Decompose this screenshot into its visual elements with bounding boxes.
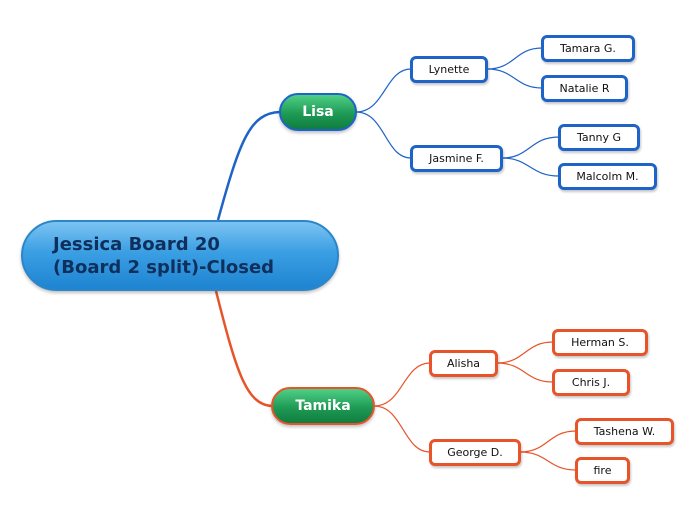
leaf-herman[interactable]: Herman S. <box>552 329 648 356</box>
connector-tamika-george <box>373 405 431 453</box>
leaf-label: Malcolm M. <box>576 170 639 183</box>
leaf-fire[interactable]: fire <box>575 457 630 484</box>
main-topic-tamika[interactable]: Tamika <box>271 387 375 425</box>
main-topic-lisa[interactable]: Lisa <box>279 93 357 131</box>
connector-lynette-natalie <box>486 68 543 89</box>
central-topic-line2: (Board 2 split)-Closed <box>53 256 275 278</box>
connector-alisha-herman <box>496 341 554 364</box>
connector-lynette-tamara <box>486 47 543 70</box>
connector-george-fire <box>519 451 577 471</box>
subtopic-label: Alisha <box>446 357 481 370</box>
leaf-tashena[interactable]: Tashena W. <box>575 418 674 445</box>
leaf-malcolm[interactable]: Malcolm M. <box>558 163 657 190</box>
leaf-label: Herman S. <box>571 336 629 349</box>
main-topic-label: Tamika <box>295 398 351 414</box>
leaf-tanny[interactable]: Tanny G <box>558 124 640 151</box>
leaf-natalie[interactable]: Natalie R <box>541 75 628 102</box>
leaf-label: Natalie R <box>559 82 610 95</box>
connector-lisa-jasmine <box>355 111 412 159</box>
subtopic-lynette[interactable]: Lynette <box>410 56 488 83</box>
connector-alisha-chris <box>496 362 554 383</box>
leaf-label: Tanny G <box>576 131 622 144</box>
subtopic-label: Jasmine F. <box>429 152 484 165</box>
leaf-label: fire <box>593 464 612 477</box>
main-topic-label: Lisa <box>302 104 334 120</box>
leaf-label: Tamara G. <box>560 42 616 55</box>
subtopic-alisha[interactable]: Alisha <box>429 350 498 377</box>
subtopic-label: George D. <box>447 446 503 459</box>
leaf-label: Chris J. <box>571 376 611 389</box>
connector-george-tashena <box>519 430 577 453</box>
subtopic-jasmine[interactable]: Jasmine F. <box>410 145 503 172</box>
connector-root-lisa <box>216 110 281 221</box>
central-topic-title: Jessica Board 20 (Board 2 split)-Closed <box>53 233 274 279</box>
connector-jasmine-malcolm <box>501 157 560 177</box>
leaf-chris[interactable]: Chris J. <box>552 369 630 396</box>
leaf-label: Tashena W. <box>593 425 656 438</box>
connector-root-tamika <box>214 290 273 408</box>
central-topic[interactable]: Jessica Board 20 (Board 2 split)-Closed <box>21 220 339 291</box>
connector-jasmine-tanny <box>501 136 560 159</box>
subtopic-label: Lynette <box>428 63 470 76</box>
connector-tamika-alisha <box>373 362 431 407</box>
leaf-tamara[interactable]: Tamara G. <box>541 35 635 62</box>
central-topic-line1: Jessica Board 20 <box>53 233 220 255</box>
connector-lisa-lynette <box>355 68 412 113</box>
subtopic-george[interactable]: George D. <box>429 439 521 466</box>
